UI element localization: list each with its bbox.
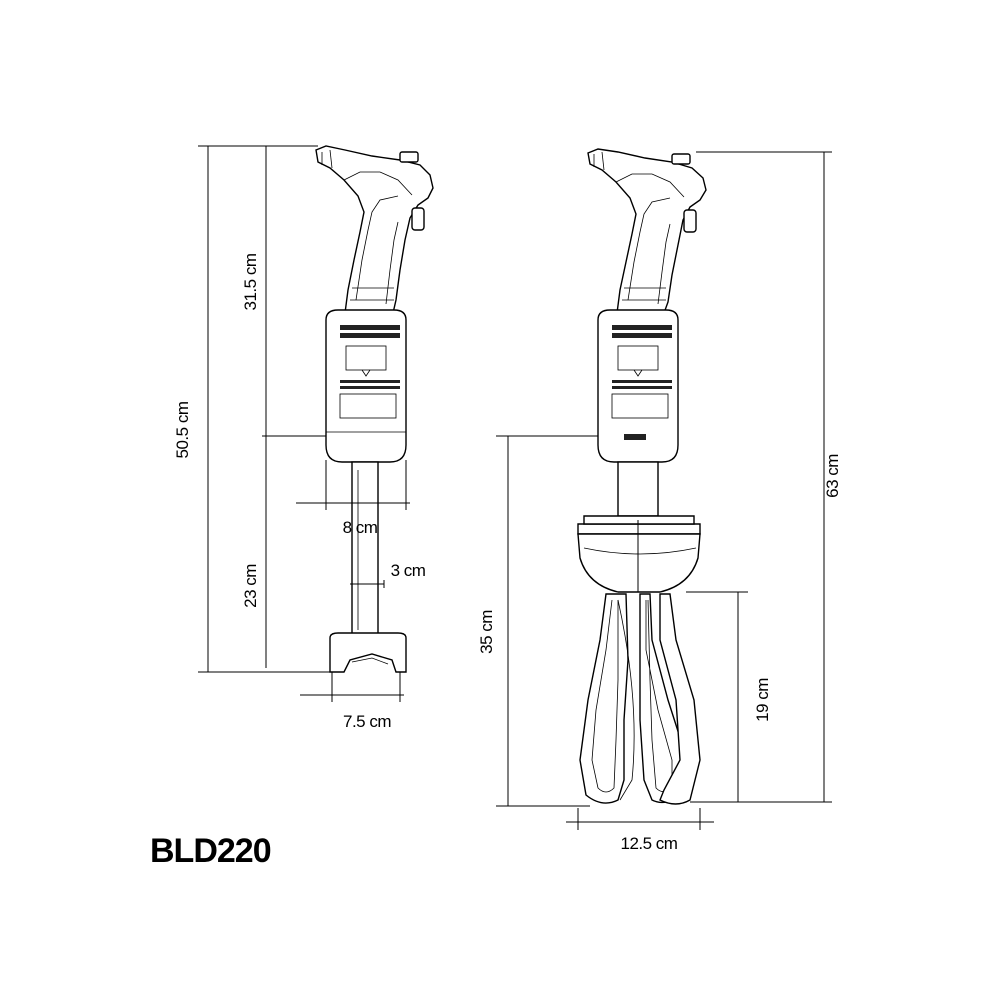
right-dimension-lines	[496, 151, 832, 830]
motor-height-label: 31.5 cm	[241, 253, 260, 310]
left-dimension-lines	[198, 145, 410, 702]
body-width-label: 8 cm	[343, 518, 378, 537]
right-total-height-label: 63 cm	[823, 454, 842, 498]
right-blender-drawing	[577, 148, 707, 805]
foot-width-label: 7.5 cm	[343, 712, 391, 731]
shaft-length-label: 23 cm	[241, 564, 260, 608]
blade-height-label: 19 cm	[753, 678, 772, 722]
model-label: BLD220	[150, 832, 271, 870]
total-height-label: 50.5 cm	[173, 401, 192, 458]
whisk-height-label: 35 cm	[477, 610, 496, 654]
shaft-diameter-label: 3 cm	[391, 561, 426, 580]
left-blender-drawing	[315, 145, 434, 673]
whisk-width-label: 12.5 cm	[621, 834, 678, 853]
